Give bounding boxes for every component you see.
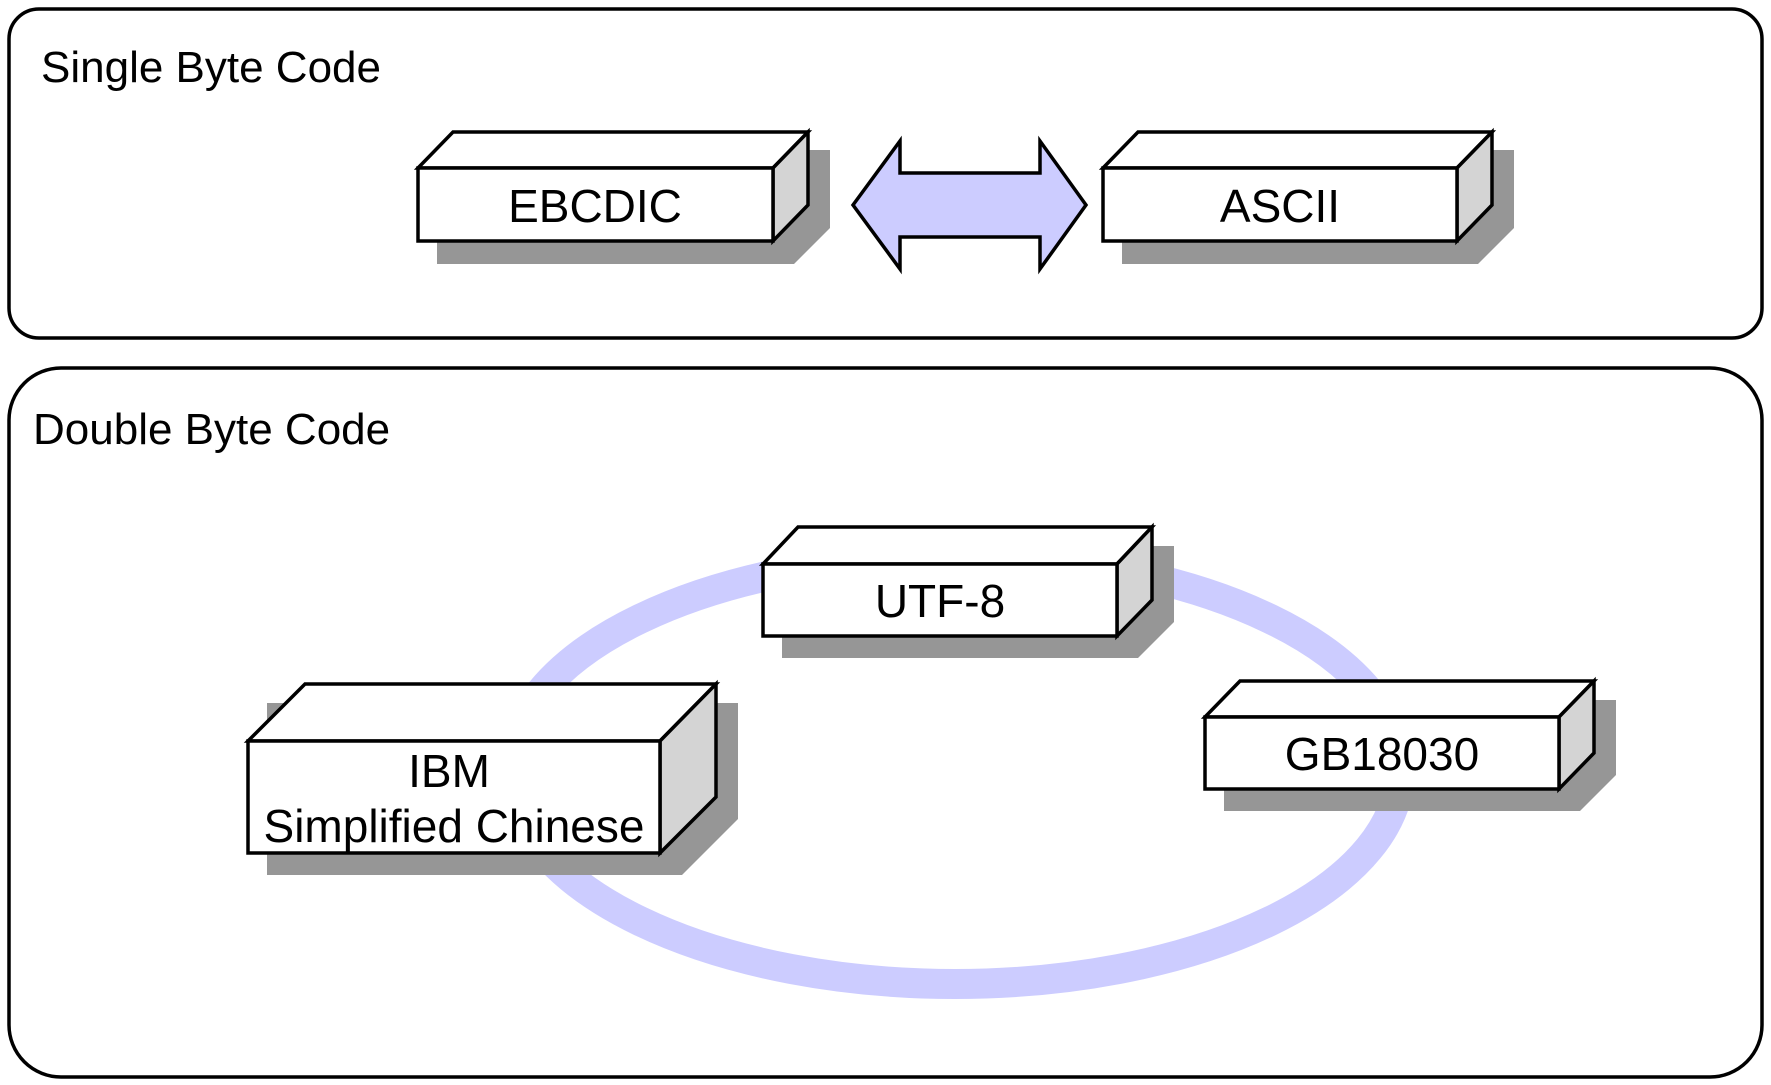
gb18030-box-top (1200, 679, 1599, 719)
double-byte-panel: Double Byte Code UTF-8 GB18030 IBM Sim (7, 366, 1764, 1079)
ascii-box-top (1098, 130, 1497, 170)
ibm-simplified-chinese-box: IBM Simplified Chinese (243, 679, 738, 875)
utf8-box-front (761, 562, 1119, 638)
ascii-box: ASCII (1098, 127, 1514, 264)
ebcdic-box: EBCDIC (413, 127, 830, 264)
ebcdic-box-top (413, 130, 813, 170)
utf8-box-label: UTF-8 (875, 575, 1005, 627)
ebcdic-box-front (416, 166, 775, 243)
single-byte-panel-title: Single Byte Code (41, 43, 381, 92)
ascii-box-front (1101, 166, 1459, 243)
single-byte-panel: Single Byte Code EBCDIC ASCII (7, 7, 1764, 340)
utf8-box-top (758, 525, 1157, 566)
ibm-box-label-line1: IBM (408, 745, 490, 797)
utf8-box: UTF-8 (758, 522, 1174, 658)
gb18030-box: GB18030 (1200, 676, 1616, 811)
ibm-box-label-line2: Simplified Chinese (264, 800, 645, 852)
double-headed-arrow (850, 135, 1089, 275)
ibm-box-top (243, 682, 721, 743)
gb18030-box-label: GB18030 (1285, 728, 1479, 780)
double-byte-panel-title: Double Byte Code (33, 405, 390, 454)
ibm-box-front (246, 739, 662, 855)
ebcdic-box-label: EBCDIC (508, 180, 682, 232)
ascii-box-label: ASCII (1220, 180, 1340, 232)
gb18030-box-front (1203, 715, 1561, 791)
